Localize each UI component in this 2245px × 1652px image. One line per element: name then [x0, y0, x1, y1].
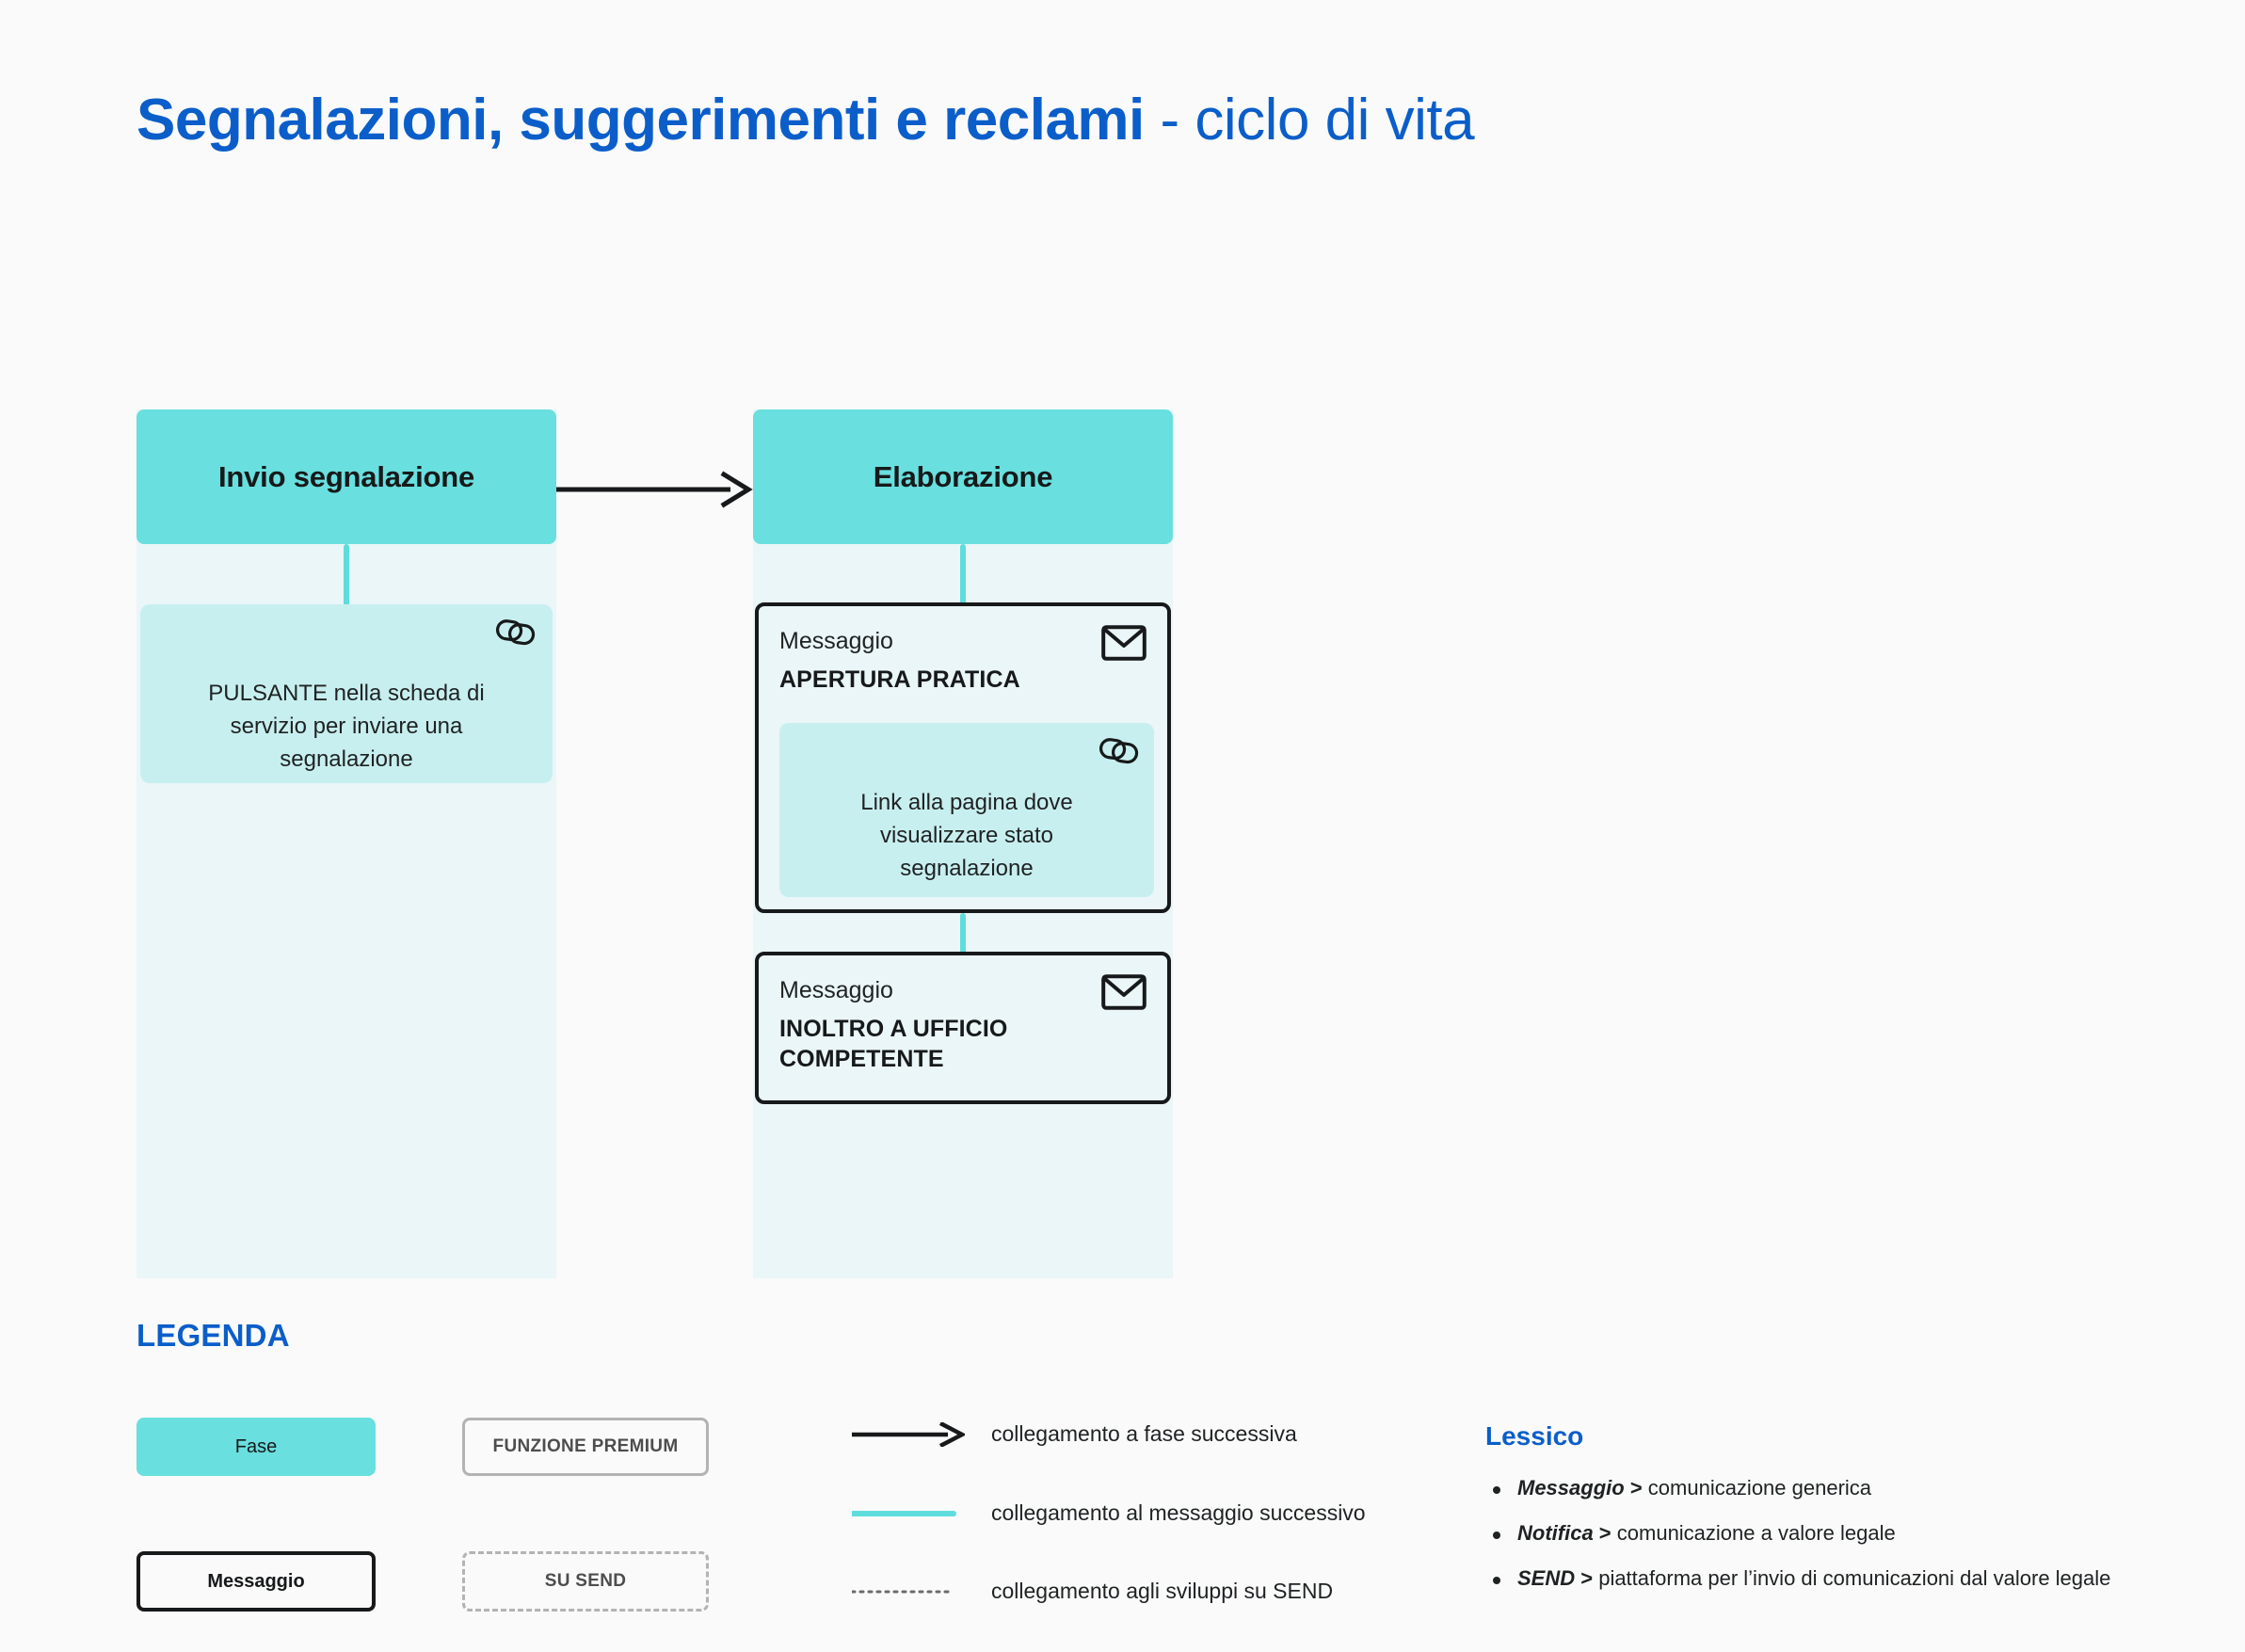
legend-swatch-messaggio: Messaggio	[136, 1551, 376, 1612]
legend-row-label: collegamento a fase successiva	[991, 1421, 1297, 1446]
lessico-separator: >	[1575, 1566, 1599, 1590]
lessico-definition: comunicazione a valore legale	[1616, 1521, 1896, 1545]
legend-row-collegamento-messaggio: collegamento al messaggio successivo	[849, 1500, 1366, 1526]
lessico-item: SEND > piattaforma per l’invio di comuni…	[1485, 1566, 2238, 1591]
page-title: Segnalazioni, suggerimenti e reclami - c…	[136, 88, 1475, 152]
envelope-icon	[1101, 974, 1147, 1015]
link-icon	[1098, 734, 1139, 771]
card-link-stato-segnalazione[interactable]: Link alla pagina dove visualizzare stato…	[779, 723, 1154, 897]
connector-line-vertical	[344, 544, 349, 610]
card-title: APERTURA PRATICA	[779, 666, 1020, 693]
legend-heading: LEGENDA	[136, 1318, 290, 1353]
page-title-strong: Segnalazioni, suggerimenti e reclami	[136, 88, 1145, 152]
legend-swatch-funzione-premium: FUNZIONE PREMIUM	[462, 1418, 709, 1476]
lessico-list: Messaggio > comunicazione generica Notif…	[1485, 1476, 2238, 1612]
envelope-icon	[1101, 625, 1147, 666]
lessico-separator: >	[1593, 1521, 1617, 1545]
phase-header-invio-segnalazione[interactable]: Invio segnalazione	[136, 409, 556, 544]
connector-line-vertical	[960, 913, 966, 955]
legend-row-collegamento-fase: collegamento a fase successiva	[852, 1420, 1297, 1448]
legend-row-collegamento-send: collegamento agli sviluppi su SEND	[850, 1579, 1334, 1604]
card-messaggio-apertura-pratica[interactable]: Messaggio APERTURA PRATICA Link alla pag…	[755, 602, 1171, 913]
card-title: INOLTRO A UFFICIO COMPETENTE	[779, 1016, 1008, 1072]
lessico-term: Notifica	[1517, 1521, 1594, 1545]
card-messaggio-inoltro-ufficio-competente[interactable]: Messaggio INOLTRO A UFFICIO COMPETENTE	[755, 952, 1171, 1104]
legend-swatch-label: Messaggio	[207, 1570, 305, 1592]
lifecycle-flow-diagram: Invio segnalazione PULSANTE nella scheda…	[136, 409, 1181, 1280]
legend-swatch-fase: Fase	[136, 1418, 376, 1476]
dotted-line-icon	[850, 1580, 965, 1604]
phase-column-elaborazione: Elaborazione Messaggio APERTURA PRATICA	[753, 409, 1173, 1278]
page-title-light: - ciclo di vita	[1144, 88, 1475, 152]
arrow-right-icon	[556, 471, 753, 508]
lessico-heading: Lessico	[1485, 1421, 1584, 1451]
solid-cyan-line-icon	[849, 1501, 965, 1526]
lessico-definition: comunicazione generica	[1647, 1476, 1872, 1500]
phase-column-invio-segnalazione: Invio segnalazione PULSANTE nella scheda…	[136, 409, 556, 1278]
legend-swatch-label: FUNZIONE PREMIUM	[492, 1436, 679, 1456]
lessico-item: Messaggio > comunicazione generica	[1485, 1476, 2238, 1500]
legend-row-label: collegamento agli sviluppi su SEND	[991, 1579, 1334, 1603]
legend-row-label: collegamento al messaggio successivo	[991, 1500, 1366, 1525]
legend-swatch-label: SU SEND	[544, 1571, 627, 1591]
phase-label: Elaborazione	[873, 459, 1053, 493]
connector-line-vertical	[960, 544, 966, 606]
card-text: PULSANTE nella scheda di servizio per in…	[208, 681, 485, 772]
phase-header-elaborazione[interactable]: Elaborazione	[753, 409, 1173, 544]
link-icon	[495, 616, 536, 652]
lessico-item: Notifica > comunicazione a valore legale	[1485, 1521, 2238, 1546]
card-text: Link alla pagina dove visualizzare stato…	[860, 790, 1073, 881]
card-kicker: Messaggio	[779, 977, 893, 1003]
lessico-separator: >	[1624, 1476, 1648, 1500]
card-pulsante-scheda-servizio[interactable]: PULSANTE nella scheda di servizio per in…	[140, 604, 553, 783]
arrow-right-icon	[852, 1420, 967, 1448]
card-kicker: Messaggio	[779, 628, 893, 654]
phase-label: Invio segnalazione	[217, 459, 475, 493]
lessico-definition: piattaforma per l’invio di comunicazioni…	[1598, 1566, 2111, 1590]
lessico-term: SEND	[1517, 1566, 1576, 1590]
lessico-term: Messaggio	[1517, 1476, 1625, 1500]
legend-swatch-label: Fase	[234, 1435, 278, 1457]
legend-swatch-su-send: SU SEND	[462, 1551, 709, 1612]
